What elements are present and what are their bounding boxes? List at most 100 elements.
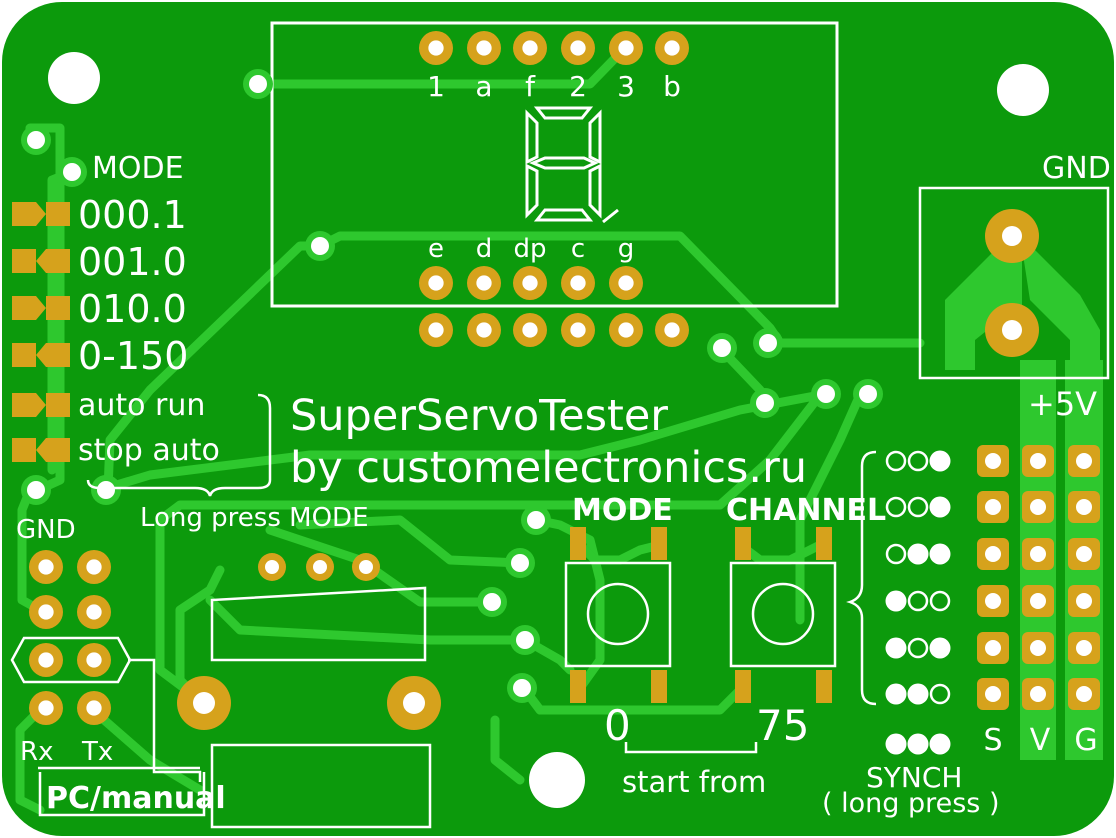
synch-pattern-icon <box>885 450 951 472</box>
via <box>21 475 51 505</box>
mode-title: MODE <box>92 151 184 186</box>
synch-pattern-icon <box>885 637 951 659</box>
display-spare-pad <box>419 313 453 347</box>
servo-pin-pad <box>1022 585 1054 617</box>
display-bottom-pin-label: d <box>476 234 493 264</box>
display-top-pin-label: f <box>525 70 536 103</box>
display-top-pins <box>419 31 689 65</box>
display-top-pad <box>561 31 595 65</box>
servo-pin-pad <box>1022 632 1054 664</box>
servo-pin-pad <box>1068 491 1100 523</box>
servo-pin-pad <box>1068 585 1100 617</box>
channel-button[interactable] <box>729 527 837 703</box>
uart-pad <box>77 550 111 584</box>
servo-pin-pad <box>977 678 1009 710</box>
via <box>57 157 87 187</box>
via <box>505 548 535 578</box>
synch-patterns <box>885 450 951 755</box>
pc-manual-bracket <box>38 658 202 782</box>
uart-gnd-label: GND <box>16 515 76 545</box>
mode-list-item: 010.0 <box>12 287 187 331</box>
synch-pattern-icon <box>885 733 951 755</box>
display-spare-pad <box>655 313 689 347</box>
mounting-holes <box>48 52 1049 808</box>
via <box>507 673 537 703</box>
start-from-label: start from <box>622 765 766 799</box>
mode-button-label: MODE <box>572 493 673 528</box>
display-spare-pad <box>561 313 595 347</box>
via <box>305 231 335 261</box>
channel-button-label: CHANNEL <box>726 493 886 528</box>
start-min-label: 0 <box>604 701 631 750</box>
synch-pattern-icon <box>885 496 951 518</box>
via <box>243 69 273 99</box>
mode-list-item-label: 0-150 <box>78 334 188 378</box>
display-top-pin-label: 1 <box>427 70 445 103</box>
display-top-pad <box>609 31 643 65</box>
display-spare-pad <box>513 313 547 347</box>
rx-label: Rx <box>20 737 53 767</box>
servo-pin-pad <box>977 491 1009 523</box>
servo-pin-pad <box>977 632 1009 664</box>
uart-pad <box>77 595 111 629</box>
servo-pin-pad <box>977 445 1009 477</box>
servo-header-pads <box>977 445 1100 710</box>
mode-list-item-label: 001.0 <box>78 240 187 284</box>
synch-bracket <box>846 450 877 706</box>
mounting-hole <box>529 752 585 808</box>
mode-list-item-label: 010.0 <box>78 287 187 331</box>
mode-list-item-label: 000.1 <box>78 193 187 237</box>
display-top-pin-label: b <box>663 70 681 103</box>
servo-pin-pad <box>1022 538 1054 570</box>
display-bottom-pad <box>513 266 547 300</box>
power-terminal-pads <box>985 209 1039 357</box>
via <box>753 328 783 358</box>
gnd-power-label: GND <box>1042 151 1111 186</box>
mode-button[interactable] <box>564 527 672 703</box>
display-top-pad <box>419 31 453 65</box>
board-title: SuperServoTester <box>290 391 668 441</box>
servo-pin-pad <box>1068 538 1100 570</box>
display-bottom-pin-label: g <box>618 234 635 264</box>
via <box>91 475 121 505</box>
display-top-pad <box>655 31 689 65</box>
display-bottom-pad <box>419 266 453 300</box>
synch-pattern-icon <box>885 543 951 565</box>
servo-pin-pad <box>1068 445 1100 477</box>
servo-column-label: S <box>983 723 1002 758</box>
display-bottom-pin-label: c <box>571 234 585 264</box>
servo-pin-pad <box>1022 678 1054 710</box>
via <box>21 125 51 155</box>
uart-pad <box>77 643 111 677</box>
mode-list-item-label: stop auto <box>78 433 220 468</box>
display-top-pin-label: 3 <box>617 70 635 103</box>
servo-pin-pad <box>1068 678 1100 710</box>
mode-list-item-label: auto run <box>78 388 205 423</box>
mode-list-item: stop auto <box>12 433 220 468</box>
display-top-pad <box>513 31 547 65</box>
connector-footprint <box>177 553 441 829</box>
mode-list-item: 0-150 <box>12 334 188 378</box>
solder-jumper-icon <box>12 202 70 226</box>
display-bottom-pad <box>609 266 643 300</box>
mode-list-item: 001.0 <box>12 240 187 284</box>
mounting-hole <box>997 64 1049 116</box>
mode-list-item: 000.1 <box>12 193 187 237</box>
long-press-label: Long press MODE <box>140 503 369 533</box>
solder-jumper-icon <box>12 438 70 462</box>
servo-pin-pad <box>977 585 1009 617</box>
servo-pin-pad <box>1022 491 1054 523</box>
solder-jumper-icon <box>12 296 70 320</box>
servo-pin-pad <box>1022 445 1054 477</box>
via <box>750 388 780 418</box>
servo-column-label: G <box>1074 723 1097 758</box>
display-spare-pad <box>467 313 501 347</box>
synch-pattern-icon <box>885 590 951 612</box>
uart-pad <box>29 643 63 677</box>
solder-jumper-icon <box>12 393 70 417</box>
